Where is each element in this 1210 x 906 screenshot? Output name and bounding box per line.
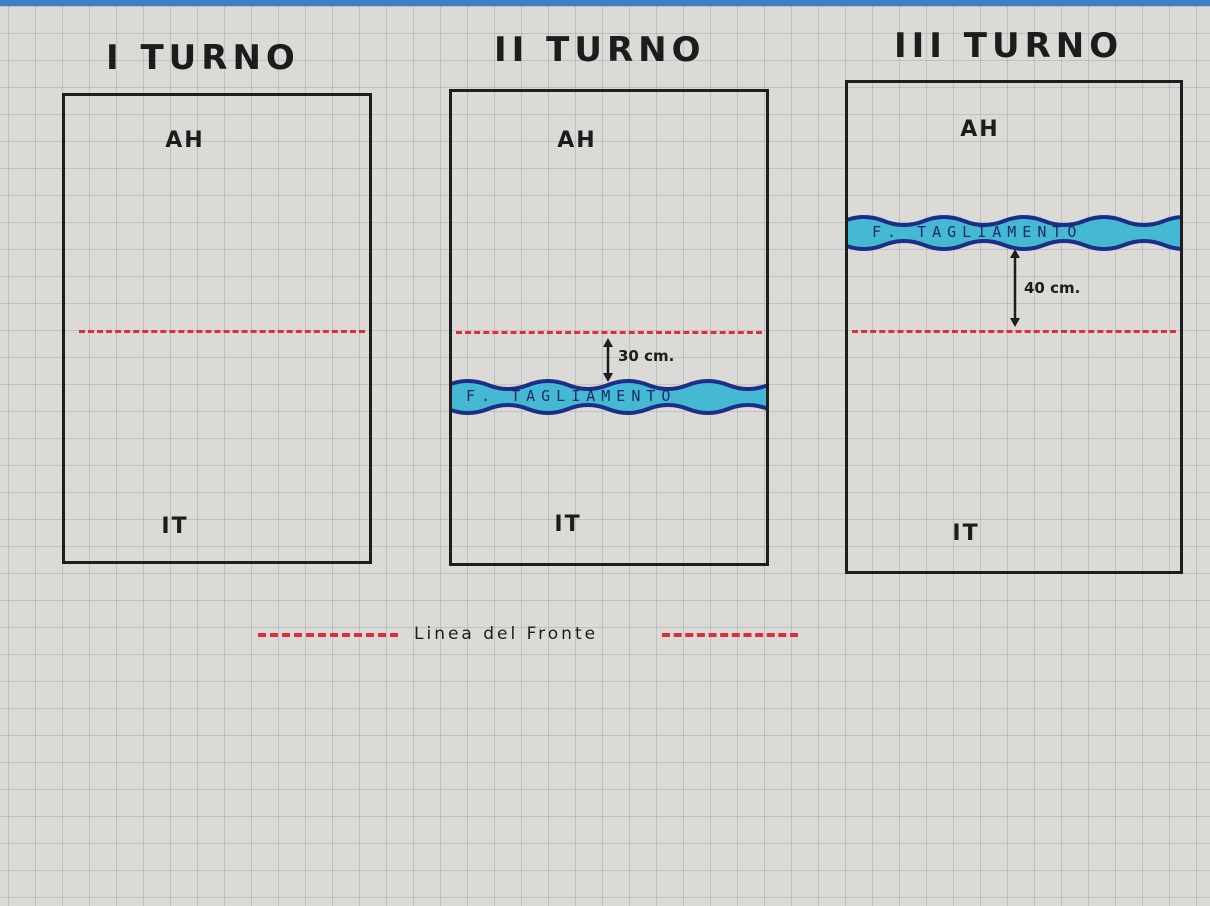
panel-2: AH 30 cm. F. TAGLIAMENTO IT xyxy=(449,89,769,566)
panel-3-top-label: AH xyxy=(960,117,1000,142)
panel-1-top-label: AH xyxy=(165,128,205,153)
panel-2-distance-label: 30 cm. xyxy=(618,347,675,365)
top-edge-strip xyxy=(0,0,1210,6)
legend-line-left xyxy=(258,633,398,637)
panel-1-bottom-label: IT xyxy=(161,514,189,539)
legend-label: Linea del Fronte xyxy=(414,624,599,644)
panel-2-bottom-label: IT xyxy=(554,512,582,537)
panel-3-distance-arrow xyxy=(1008,249,1022,327)
panel-2-distance-arrow xyxy=(601,338,615,382)
panel-2-title: II TURNO xyxy=(494,30,706,70)
panel-1-title: I TURNO xyxy=(106,38,300,78)
panel-3-river-label: F. TAGLIAMENTO xyxy=(872,223,1083,241)
panel-2-river-label: F. TAGLIAMENTO xyxy=(466,387,677,405)
panel-1-front-line xyxy=(79,330,365,333)
panel-3-distance-label: 40 cm. xyxy=(1024,279,1081,297)
panel-1: AH IT xyxy=(62,93,372,564)
panel-3-front-line xyxy=(852,330,1176,333)
legend-line-right xyxy=(662,633,798,637)
panel-2-front-line xyxy=(456,331,762,334)
panel-3-bottom-label: IT xyxy=(952,521,980,546)
panel-3: AH F. TAGLIAMENTO 40 cm. IT xyxy=(845,80,1183,574)
panel-3-title: III TURNO xyxy=(894,26,1124,66)
panel-3-river: F. TAGLIAMENTO xyxy=(848,213,1180,253)
panel-2-top-label: AH xyxy=(557,128,597,153)
panel-2-river: F. TAGLIAMENTO xyxy=(452,377,766,417)
